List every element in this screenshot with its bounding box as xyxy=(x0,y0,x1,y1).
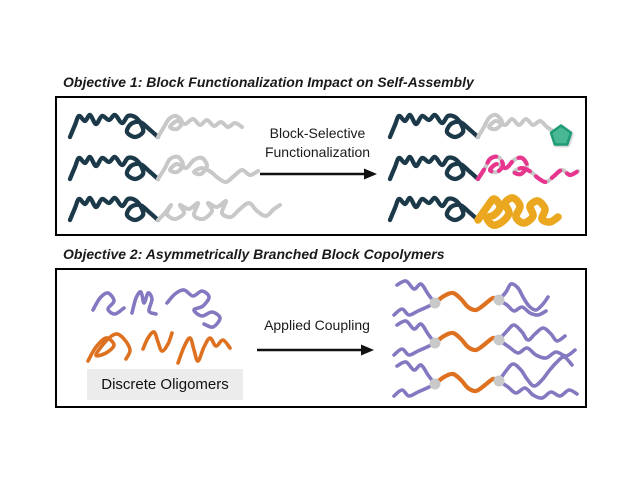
coupled-chain-2-right-arm-b xyxy=(497,338,577,360)
coupled-chain-2-left-arm-a xyxy=(395,319,437,345)
reactant-chain-1-gray-block xyxy=(156,113,244,139)
coupled-chain-2-left-arm-b xyxy=(392,341,437,357)
objective2-diagram xyxy=(86,279,579,400)
objective2-arrow-head xyxy=(361,344,374,356)
coupled-chain-1-junction-dot-left xyxy=(429,297,441,309)
coupled-chain-2-right-arm-a xyxy=(497,323,567,343)
oligomer-purple-3 xyxy=(165,288,222,329)
reactant-chain-3-navy-block xyxy=(67,195,161,223)
coupled-chain-1-right-arm-a xyxy=(497,282,550,312)
coupled-chain-3-right-arm-b xyxy=(497,379,579,400)
coupled-chain-3-right-arm-a xyxy=(497,355,574,388)
objective2-title: Objective 2: Asymmetrically Branched Blo… xyxy=(63,246,445,262)
product-chain-2-navy-block xyxy=(387,154,481,182)
oligomer-orange-1 xyxy=(86,332,132,363)
objective1-panel: Block-Selective Functionalization xyxy=(55,96,587,236)
objective1-arrow-label: Block-Selective Functionalization xyxy=(245,124,390,162)
coupled-chain-2-orange-mid-block xyxy=(432,330,502,353)
discrete-oligomers-label: Discrete Oligomers xyxy=(87,369,243,400)
arrow-label-line2: Functionalization xyxy=(264,143,371,160)
coupled-chain-1-orange-mid-block xyxy=(432,290,502,313)
coupled-chain-3-left-arm-a xyxy=(395,360,437,386)
oligomer-orange-2 xyxy=(141,330,174,353)
product-chain-1-gray-block xyxy=(476,112,560,139)
arrow-label-line1: Applied Coupling xyxy=(264,317,370,333)
coupled-chain-3-orange-mid-block xyxy=(432,371,502,394)
arrow-label-line1: Block-Selective xyxy=(269,125,366,141)
objective1-title: Objective 1: Block Functionalization Imp… xyxy=(63,74,474,90)
product-chain-1-pentagon-end-group-icon xyxy=(549,124,573,146)
coupled-chain-2-junction-dot-left xyxy=(429,337,441,349)
product-chain-3-gold-block xyxy=(474,194,562,229)
product-chain-2-pink-dashed-block xyxy=(475,154,581,185)
oligomer-purple-1 xyxy=(91,291,126,316)
coupled-chain-1-left-arm-a xyxy=(395,279,437,305)
product-chain-1-navy-block xyxy=(387,112,481,140)
coupled-chain-3-junction-dot-right xyxy=(493,375,505,387)
coupled-chain-3-junction-dot-left xyxy=(429,378,441,390)
objective1-arrow-head xyxy=(364,168,377,180)
reactant-chain-2-navy-block xyxy=(67,154,161,182)
coupled-chain-1-left-arm-b xyxy=(392,301,437,317)
objective2-panel: Applied Coupling Discrete Oligomers xyxy=(55,268,587,408)
coupled-chain-3-left-arm-b xyxy=(392,382,437,398)
objective2-arrow-label: Applied Coupling xyxy=(242,316,392,335)
coupled-chain-1-junction-dot-right xyxy=(493,294,505,306)
coupled-chain-2-junction-dot-right xyxy=(493,334,505,346)
oligomer-orange-3 xyxy=(176,336,232,365)
reactant-chain-2-gray-block xyxy=(156,154,260,185)
objective1-diagram xyxy=(67,112,581,229)
product-chain-3-navy-block xyxy=(387,195,481,223)
oligomer-purple-2 xyxy=(130,290,158,316)
reactant-chain-3-gray-block xyxy=(156,198,282,222)
reactant-chain-1-navy-block xyxy=(67,112,161,140)
coupled-chain-1-right-arm-b xyxy=(497,298,548,317)
